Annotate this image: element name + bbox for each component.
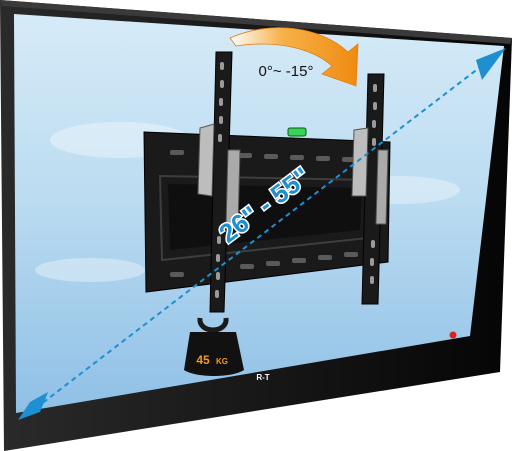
load-capacity-value: 45 <box>196 353 210 367</box>
brand-label: R-T <box>256 373 269 382</box>
diagonal-measure-arrow-icon <box>18 48 506 420</box>
tilt-range-label: 0°~ -15° <box>259 63 314 80</box>
tilt-arrow-icon <box>229 27 359 87</box>
weight-icon <box>184 317 244 376</box>
power-led-icon <box>449 331 457 339</box>
load-capacity-unit: KG <box>216 357 228 366</box>
bubble-level-icon <box>287 127 307 137</box>
left-vertical-bracket <box>197 51 241 313</box>
right-vertical-bracket <box>351 73 389 305</box>
